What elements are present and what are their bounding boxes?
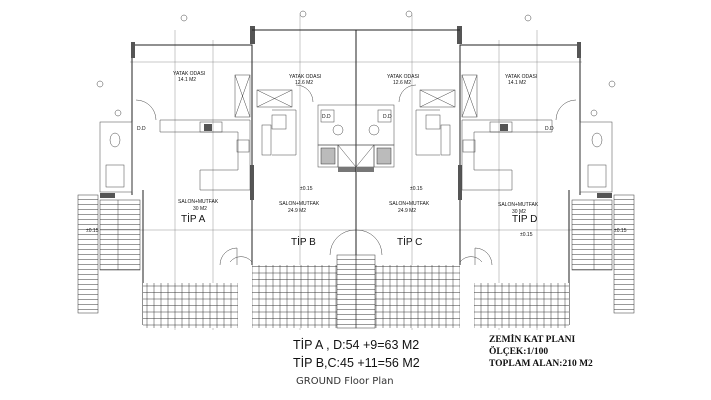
bedroom-label: YATAK ODASI [289, 74, 321, 80]
living-area: 24.9 M2 [288, 208, 306, 214]
unit-name: TİP D [512, 212, 537, 225]
unit-tip-a: YATAK ODASI 14.1 M2 SALON+MUTFAK 30 M2 T… [173, 71, 219, 225]
elevation-mark: ±0.15 [614, 228, 627, 234]
unit-tip-c: YATAK ODASI 12.6 M2 SALON+MUTFAK 24.9 M2… [387, 74, 430, 248]
title-block-title: ZEMİN KAT PLANI [489, 335, 576, 345]
unit-name: TİP A [181, 212, 206, 225]
elevation-mark: ±0.15 [300, 186, 313, 192]
title-block-total-area: TOPLAM ALAN:210 M2 [489, 359, 593, 369]
unit-name: TİP C [397, 235, 422, 248]
area-summary-type-bc: TİP B,C:45 +11=56 M2 [293, 356, 420, 370]
right-half-plan [355, 10, 635, 331]
bedroom-area: 12.6 M2 [295, 80, 313, 86]
bedroom-area: 12.6 M2 [393, 80, 411, 86]
elevation-mark: ±0.15 [520, 232, 533, 238]
unit-name: TİP B [291, 235, 316, 248]
living-area: 30 M2 [193, 206, 207, 212]
living-label: SALON+MUTFAK [389, 201, 430, 207]
plan-caption: GROUND Floor Plan [296, 376, 394, 387]
elevation-mark: ±0.15 [86, 228, 99, 234]
living-label: SALON+MUTFAK [279, 201, 320, 207]
living-area: 30 M2 [512, 209, 526, 215]
left-half-plan [77, 10, 357, 331]
bedroom-area: 14.1 M2 [508, 80, 526, 86]
storage-label: D.D [545, 126, 554, 132]
area-summary-type-a: TİP A , D:54 +9=63 M2 [293, 338, 420, 352]
unit-tip-b: YATAK ODASI 12.6 M2 SALON+MUTFAK 24.9 M2… [279, 74, 321, 248]
bedroom-label: YATAK ODASI [387, 74, 419, 80]
storage-label: D.D [322, 114, 331, 120]
elevation-mark: ±0.15 [410, 186, 423, 192]
storage-label: D.D [383, 114, 392, 120]
bedroom-area: 14.1 M2 [178, 77, 196, 83]
unit-tip-d: YATAK ODASI 14.1 M2 SALON+MUTFAK 30 M2 T… [498, 74, 539, 225]
bedroom-label: YATAK ODASI [173, 71, 205, 77]
title-block-scale: ÖLÇEK:1/100 [489, 347, 549, 357]
bedroom-label: YATAK ODASI [505, 74, 537, 80]
living-label: SALON+MUTFAK [178, 199, 219, 205]
storage-label: D.D [137, 126, 146, 132]
living-label: SALON+MUTFAK [498, 202, 539, 208]
living-area: 24.9 M2 [398, 208, 416, 214]
